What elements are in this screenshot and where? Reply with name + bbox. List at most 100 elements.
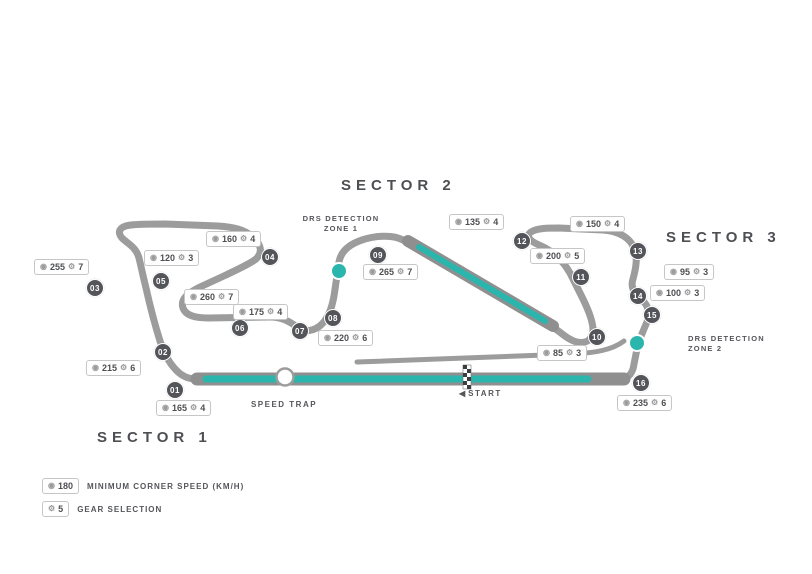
gear-icon: ⚙ [240, 234, 248, 243]
legend-speed-badge: ◉180 [42, 478, 80, 494]
corner-badge-03: ◉255 ⚙7 [34, 259, 90, 275]
corner-badge-02: ◉215 ⚙6 [86, 360, 142, 376]
corner-speed: 255 [49, 262, 66, 272]
legend-gear-value: 5 [58, 504, 64, 514]
corner-gear: 6 [362, 333, 368, 343]
drs-zone-2-line2: ZONE 2 [688, 344, 723, 353]
gear-icon: ⚙ [120, 363, 128, 372]
speedometer-icon: ◉ [656, 288, 663, 297]
speedometer-icon: ◉ [190, 292, 197, 301]
speed-trap-label: SPEED TRAP [250, 400, 318, 409]
corner-marker-10: 10 [588, 328, 606, 346]
corner-marker-08: 08 [324, 309, 342, 327]
corner-marker-16: 16 [632, 374, 650, 392]
corner-badge-01: ◉165 ⚙4 [156, 400, 212, 416]
corner-badge-07: ◉175 ⚙4 [233, 304, 289, 320]
legend-speed-row: ◉180 MINIMUM CORNER SPEED (KM/H) [42, 478, 244, 494]
speedometer-icon: ◉ [239, 307, 246, 316]
corner-gear: 5 [574, 251, 580, 261]
corner-speed: 85 [552, 348, 563, 358]
drs-zone-2-line1: DRS DETECTION [688, 334, 765, 343]
gear-icon: ⚙ [684, 288, 692, 297]
legend-gear-badge: ⚙5 [42, 501, 70, 517]
corner-gear: 4 [277, 307, 283, 317]
drs-detection-dot-1 [330, 262, 348, 280]
corner-marker-02: 02 [154, 343, 172, 361]
corner-speed: 100 [665, 288, 682, 298]
speedometer-icon: ◉ [48, 481, 55, 490]
corner-speed: 160 [221, 234, 238, 244]
corner-marker-15: 15 [643, 306, 661, 324]
speedometer-icon: ◉ [536, 251, 543, 260]
corner-speed: 150 [585, 219, 602, 229]
drs-zone-1-label: DRS DETECTION ZONE 1 [296, 214, 386, 234]
corner-gear: 7 [407, 267, 413, 277]
legend-speed-value: 180 [57, 481, 74, 491]
corner-speed: 235 [632, 398, 649, 408]
gear-icon: ⚙ [48, 504, 56, 513]
corner-marker-13: 13 [629, 242, 647, 260]
corner-badge-04: ◉160 ⚙4 [206, 231, 262, 247]
gear-icon: ⚙ [564, 251, 572, 260]
gear-icon: ⚙ [397, 267, 405, 276]
corner-speed: 175 [248, 307, 265, 317]
start-line-checker [462, 364, 472, 390]
corner-gear: 4 [493, 217, 499, 227]
speedometer-icon: ◉ [670, 267, 677, 276]
speedometer-icon: ◉ [369, 267, 376, 276]
sector-3-title: SECTOR 3 [666, 229, 781, 246]
corner-gear: 7 [228, 292, 234, 302]
start-label: ◀ START [459, 389, 502, 398]
corner-gear: 4 [250, 234, 256, 244]
sector-1-title: SECTOR 1 [97, 429, 212, 446]
speedometer-icon: ◉ [543, 348, 550, 357]
corner-badge-16: ◉235 ⚙6 [617, 395, 673, 411]
corner-badge-13: ◉150 ⚙4 [570, 216, 626, 232]
corner-badge-05: ◉120 ⚙3 [144, 250, 200, 266]
corner-marker-03: 03 [86, 279, 104, 297]
legend-speed-label: MINIMUM CORNER SPEED (KM/H) [87, 481, 245, 491]
speedometer-icon: ◉ [324, 333, 331, 342]
corner-speed: 135 [464, 217, 481, 227]
corner-gear: 3 [694, 288, 700, 298]
corner-gear: 6 [661, 398, 667, 408]
speedometer-icon: ◉ [212, 234, 219, 243]
corner-badge-06: ◉260 ⚙7 [184, 289, 240, 305]
gear-icon: ⚙ [352, 333, 360, 342]
start-text: START [468, 389, 502, 398]
speedometer-icon: ◉ [40, 262, 47, 271]
gear-icon: ⚙ [267, 307, 275, 316]
corner-speed: 95 [679, 267, 690, 277]
corner-speed: 220 [333, 333, 350, 343]
gear-icon: ⚙ [693, 267, 701, 276]
corner-speed: 215 [101, 363, 118, 373]
speedometer-icon: ◉ [162, 403, 169, 412]
gear-icon: ⚙ [68, 262, 76, 271]
legend-gear-row: ⚙5 GEAR SELECTION [42, 501, 162, 517]
corner-marker-06: 06 [231, 319, 249, 337]
speedometer-icon: ◉ [576, 219, 583, 228]
drs-detection-dot-2 [628, 334, 646, 352]
corner-gear: 4 [200, 403, 206, 413]
corner-speed: 200 [545, 251, 562, 261]
gear-icon: ⚙ [218, 292, 226, 301]
gear-icon: ⚙ [483, 217, 491, 226]
corner-marker-09: 09 [369, 246, 387, 264]
gear-icon: ⚙ [190, 403, 198, 412]
legend-gear-label: GEAR SELECTION [77, 504, 163, 514]
corner-gear: 6 [130, 363, 136, 373]
corner-gear: 3 [703, 267, 709, 277]
speedometer-icon: ◉ [150, 253, 157, 262]
corner-marker-12: 12 [513, 232, 531, 250]
gear-icon: ⚙ [604, 219, 612, 228]
gear-icon: ⚙ [566, 348, 574, 357]
corner-badge-09: ◉265 ⚙7 [363, 264, 419, 280]
speedometer-icon: ◉ [623, 398, 630, 407]
corner-marker-07: 07 [291, 322, 309, 340]
corner-gear: 7 [78, 262, 84, 272]
corner-badge-12: ◉135 ⚙4 [449, 214, 505, 230]
corner-gear: 3 [188, 253, 194, 263]
corner-gear: 4 [614, 219, 620, 229]
drs-zone-2-label: DRS DETECTION ZONE 2 [688, 334, 765, 354]
